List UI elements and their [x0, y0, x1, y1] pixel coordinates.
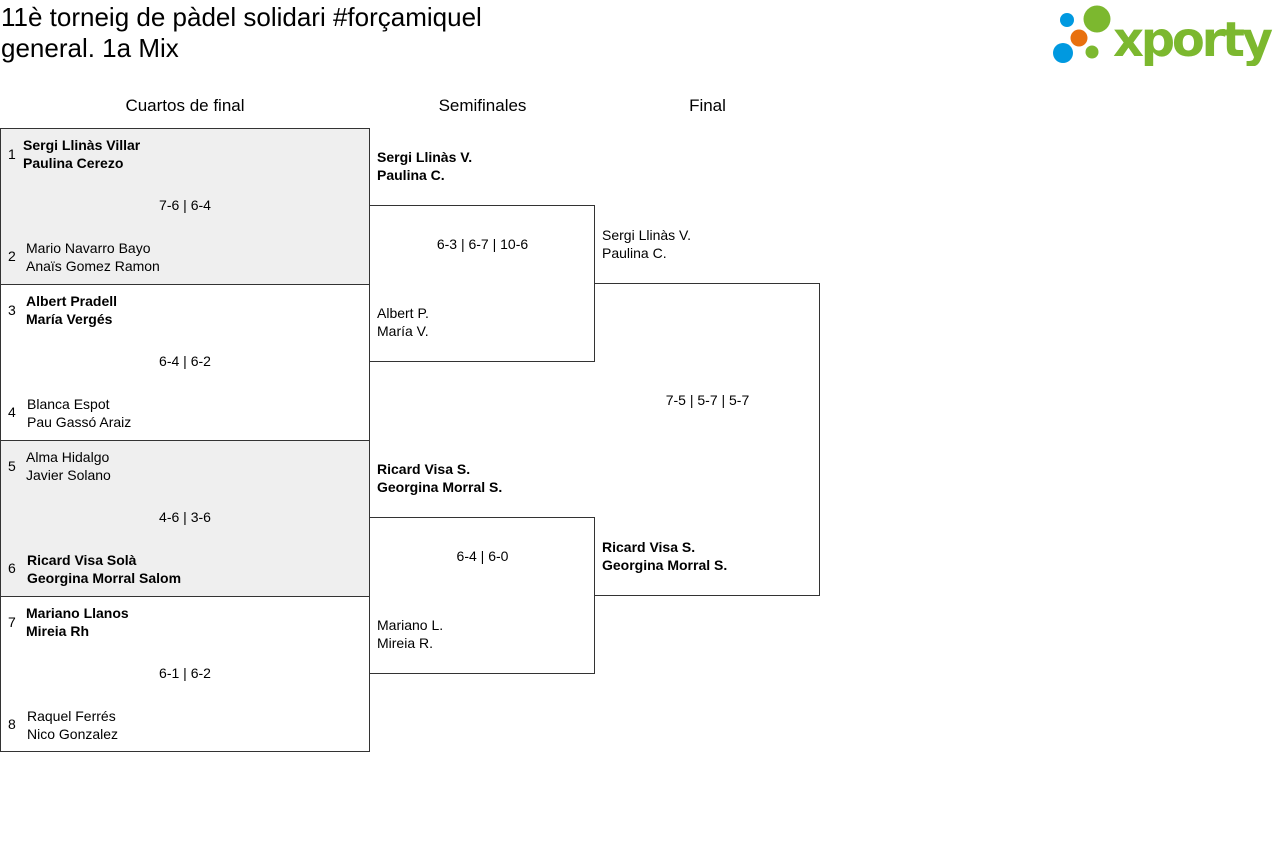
match-score: 7-6 | 6-4 — [159, 197, 211, 213]
round-header-semifinals: Semifinales — [438, 96, 527, 115]
seed-number: 4 — [8, 404, 16, 420]
match-score: 7-5 | 5-7 | 5-7 — [665, 392, 750, 408]
player-name: Blanca Espot — [27, 396, 110, 412]
quarterfinal-match — [0, 440, 370, 597]
player-name: Ricard Visa Solà — [27, 552, 137, 568]
seed-number: 3 — [8, 302, 16, 318]
player-name: Nico Gonzalez — [27, 726, 119, 742]
match-score: 6-3 | 6-7 | 10-6 — [436, 236, 529, 252]
player-name: Sergi Llinàs Villar — [23, 137, 141, 153]
tournament-title: 11è torneig de pàdel solidari #forçamiqu… — [1, 2, 482, 64]
svg-text:xporty: xporty — [1113, 12, 1273, 66]
title-line-2: general. 1a Mix — [1, 33, 179, 63]
player-name: Paulina C. — [602, 245, 667, 261]
title-line-1: 11è torneig de pàdel solidari #forçamiqu… — [1, 2, 482, 32]
player-name: María Vergés — [26, 311, 113, 327]
team-top[interactable]: Sergi Llinàs V. Paulina C. — [377, 148, 472, 184]
team-bottom[interactable]: Ricard Visa S. Georgina Morral S. — [602, 538, 727, 574]
player-name: Mario Navarro Bayo — [26, 240, 151, 256]
round-header-final: Final — [689, 96, 726, 115]
player-name: María V. — [377, 323, 429, 339]
player-name: Alma Hidalgo — [26, 449, 110, 465]
player-name: Ricard Visa S. — [602, 539, 696, 555]
player-name: Pau Gassó Araiz — [27, 414, 132, 430]
seed-number: 8 — [8, 716, 16, 732]
player-name: Georgina Morral Salom — [27, 570, 182, 586]
player-name: Mariano Llanos — [26, 605, 129, 621]
seed-number: 6 — [8, 560, 16, 576]
xporty-logo: xporty — [1053, 5, 1273, 66]
player-name: Anaïs Gomez Ramon — [26, 258, 160, 274]
player-name: Albert Pradell — [26, 293, 118, 309]
match-score: 4-6 | 3-6 — [159, 509, 211, 525]
player-name: Ricard Visa S. — [377, 461, 471, 477]
seed-number: 5 — [8, 458, 16, 474]
match-score: 6-4 | 6-0 — [456, 548, 509, 564]
player-name: Mireia Rh — [26, 623, 90, 639]
team-top[interactable]: Sergi Llinàs V. Paulina C. — [602, 226, 691, 262]
player-name: Mariano L. — [377, 617, 444, 633]
seed-number: 1 — [8, 146, 16, 162]
quarterfinal-match — [0, 128, 370, 285]
match-score: 6-4 | 6-2 — [159, 353, 211, 369]
round-header-quarterfinals: Cuartos de final — [125, 96, 245, 115]
player-name: Javier Solano — [26, 467, 111, 483]
seed-number: 2 — [8, 248, 16, 264]
player-name: Paulina C. — [377, 167, 445, 183]
player-name: Paulina Cerezo — [23, 155, 124, 171]
player-name: Raquel Ferrés — [27, 708, 116, 724]
player-name: Mireia R. — [377, 635, 434, 651]
player-name: Sergi Llinàs V. — [377, 149, 473, 165]
quarterfinal-match — [0, 596, 370, 752]
team-bottom[interactable]: Albert P. María V. — [377, 304, 429, 340]
team-bottom[interactable]: Mariano L. Mireia R. — [377, 616, 443, 652]
player-name: Albert P. — [377, 305, 429, 321]
player-name: Georgina Morral S. — [602, 557, 728, 573]
player-name: Georgina Morral S. — [377, 479, 503, 495]
player-name: Sergi Llinàs V. — [602, 227, 691, 243]
team-top[interactable]: Ricard Visa S. Georgina Morral S. — [377, 460, 502, 496]
final-match — [594, 283, 820, 596]
match-score: 6-1 | 6-2 — [159, 665, 211, 681]
seed-number: 7 — [8, 614, 16, 630]
